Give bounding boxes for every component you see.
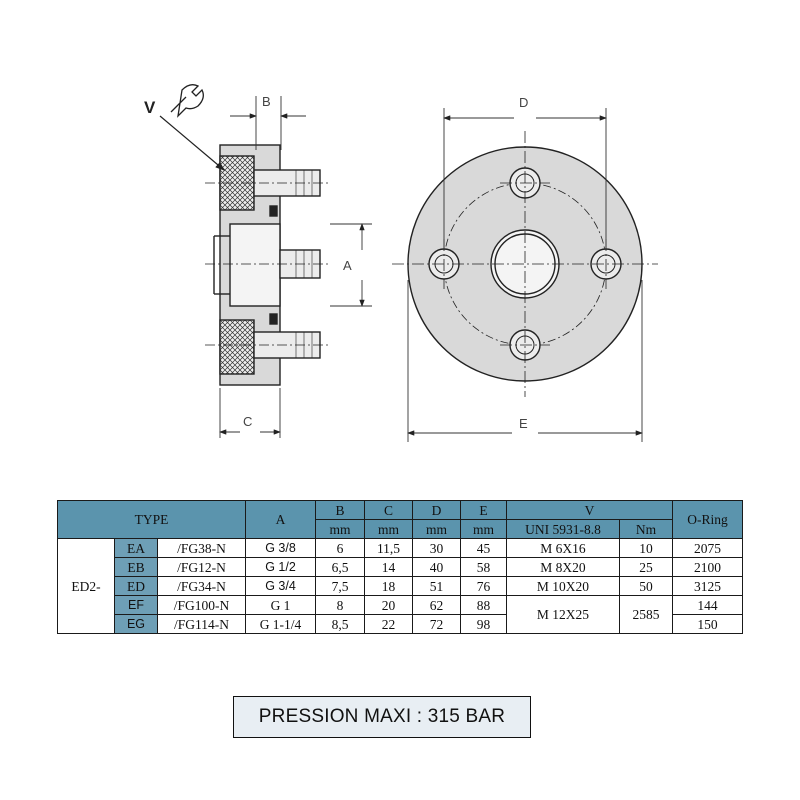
- v-cell: M 10X20: [506, 576, 620, 596]
- header-row-2: mm mm mm mm UNI 5931-8.8 Nm: [58, 519, 743, 539]
- max-pressure-box: PRESSION MAXI : 315 BAR: [233, 696, 531, 738]
- oring-cell: 150: [672, 614, 743, 634]
- fg-cell: /FG100-N: [157, 595, 246, 615]
- header-v: V: [506, 500, 673, 520]
- e-cell: 88: [460, 595, 507, 615]
- nm-cell: 50: [619, 576, 673, 596]
- dimension-v: [159, 115, 225, 171]
- e-cell: 98: [460, 614, 507, 634]
- code-cell: EA: [114, 538, 158, 558]
- b-cell: 7,5: [315, 576, 365, 596]
- code-cell: EG: [114, 614, 158, 634]
- header-nm: Nm: [619, 519, 673, 539]
- code-cell: EF: [114, 595, 158, 615]
- max-pressure-text: PRESSION MAXI : 315 BAR: [258, 706, 506, 727]
- header-d-unit: mm: [412, 519, 461, 539]
- fg-cell: /FG38-N: [157, 538, 246, 558]
- header-e-unit: mm: [460, 519, 507, 539]
- c-cell: 14: [364, 557, 413, 577]
- header-a: A: [245, 500, 316, 539]
- front-view: [392, 131, 658, 397]
- header-c: C: [364, 500, 413, 520]
- dimension-b: [230, 96, 306, 150]
- oring-cell: 2075: [672, 538, 743, 558]
- label-e: E: [519, 416, 528, 431]
- v-cell: M 8X20: [506, 557, 620, 577]
- d-cell: 40: [412, 557, 461, 577]
- label-b: B: [262, 94, 271, 109]
- oring-cell: 3125: [672, 576, 743, 596]
- e-cell: 58: [460, 557, 507, 577]
- prefix-cell: ED2-: [57, 538, 115, 634]
- c-cell: 18: [364, 576, 413, 596]
- b-cell: 6,5: [315, 557, 365, 577]
- nm-cell: 2585: [619, 595, 673, 634]
- table-row: EB /FG12-N G 1/2 6,5 14 40 58 M 8X20 25 …: [58, 557, 743, 577]
- fg-cell: /FG114-N: [157, 614, 246, 634]
- a-cell: G 1: [245, 595, 316, 615]
- v-cell: M 12X25: [506, 595, 620, 634]
- header-type: TYPE: [57, 500, 246, 539]
- oring-cell: 144: [672, 595, 743, 615]
- b-cell: 6: [315, 538, 365, 558]
- side-view: [205, 144, 330, 386]
- a-cell: G 1-1/4: [245, 614, 316, 634]
- dimension-d: [443, 108, 607, 249]
- d-cell: 72: [412, 614, 461, 634]
- header-e: E: [460, 500, 507, 520]
- d-cell: 30: [412, 538, 461, 558]
- table-row: ED2- EA /FG38-N G 3/8 6 11,5 30 45 M 6X1…: [57, 538, 743, 634]
- d-cell: 51: [412, 576, 461, 596]
- b-cell: 8: [315, 595, 365, 615]
- label-d: D: [519, 95, 528, 110]
- v-cell: M 6X16: [506, 538, 620, 558]
- c-cell: 22: [364, 614, 413, 634]
- header-uni: UNI 5931-8.8: [506, 519, 620, 539]
- a-cell: G 3/4: [245, 576, 316, 596]
- header-c-unit: mm: [364, 519, 413, 539]
- nm-cell: 25: [619, 557, 673, 577]
- c-cell: 11,5: [364, 538, 413, 558]
- table-row: ED /FG34-N G 3/4 7,5 18 51 76 M 10X20 50…: [58, 576, 743, 596]
- c-cell: 20: [364, 595, 413, 615]
- label-a: A: [343, 258, 352, 273]
- label-v: V: [144, 98, 156, 117]
- fg-cell: /FG12-N: [157, 557, 246, 577]
- wrench-icon: [170, 84, 204, 118]
- e-cell: 45: [460, 538, 507, 558]
- a-cell: G 3/8: [245, 538, 316, 558]
- technical-drawing: B V C A: [144, 84, 658, 442]
- dimension-e: [407, 280, 643, 442]
- code-cell: EB: [114, 557, 158, 577]
- table-row: EF /FG100-N G 1 8 20 62 88 M 12X25 2585 …: [58, 595, 743, 634]
- d-cell: 62: [412, 595, 461, 615]
- code-cell: ED: [114, 576, 158, 596]
- b-cell: 8,5: [315, 614, 365, 634]
- dimension-a: [330, 223, 372, 307]
- header-row-1: TYPE A B C D E V O-Ring: [57, 500, 743, 539]
- oring-cell: 2100: [672, 557, 743, 577]
- header-d: D: [412, 500, 461, 520]
- header-b: B: [315, 500, 365, 520]
- header-oring: O-Ring: [672, 500, 743, 539]
- dimension-c: [219, 388, 281, 438]
- label-c: C: [243, 414, 252, 429]
- nm-cell: 10: [619, 538, 673, 558]
- spec-table: TYPE A B C D E V O-Ring mm mm mm mm UNI …: [57, 500, 743, 634]
- table-row: EG /FG114-N G 1-1/4 8,5 22 72 98 150: [58, 614, 743, 634]
- header-b-unit: mm: [315, 519, 365, 539]
- fg-cell: /FG34-N: [157, 576, 246, 596]
- e-cell: 76: [460, 576, 507, 596]
- a-cell: G 1/2: [245, 557, 316, 577]
